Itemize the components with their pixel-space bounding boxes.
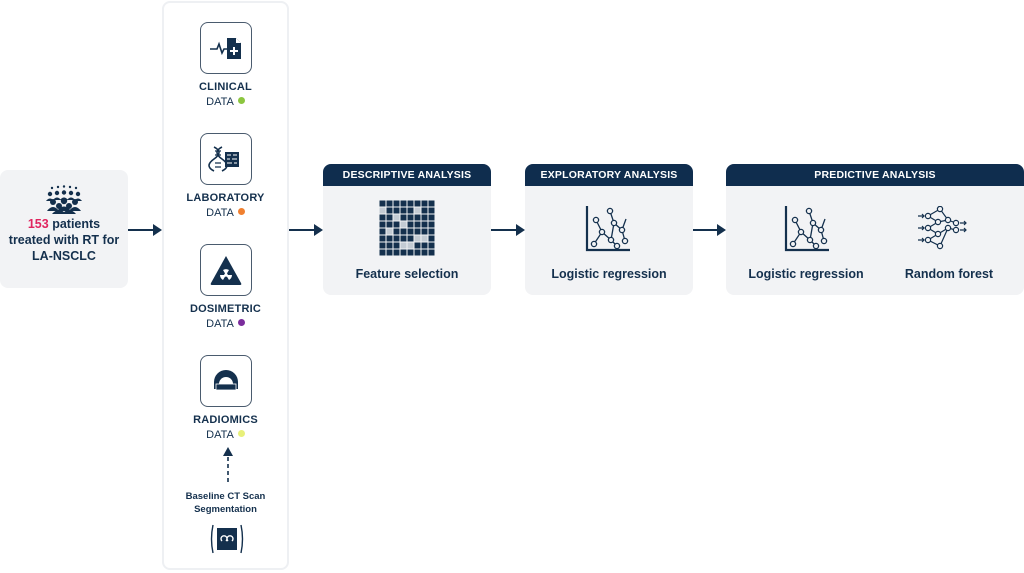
random-forest-label: Random forest xyxy=(904,267,994,281)
arrow-exploratory-to-predictive xyxy=(693,224,726,236)
patients-label: patients xyxy=(48,217,101,231)
radiomics-sub: DATA xyxy=(164,429,287,441)
radiomics-status-dot xyxy=(237,430,245,437)
dosimetric-sub: DATA xyxy=(164,318,287,330)
radiation-icon xyxy=(210,256,242,285)
laboratory-icon-frame xyxy=(200,133,252,185)
data-sources-panel: CLINICAL DATA LABORATORY DATA DOSIMETRIC… xyxy=(162,1,289,570)
dna-lab-icon xyxy=(208,146,239,172)
arrow-data-to-descriptive xyxy=(289,224,323,236)
crowd-icon xyxy=(46,185,82,214)
descriptive-header: DESCRIPTIVE ANALYSIS xyxy=(323,164,491,186)
arrow-descriptive-to-exploratory xyxy=(491,224,525,236)
network-tree-icon xyxy=(918,206,967,250)
radiomics-icon-frame xyxy=(200,355,252,407)
predictive-analysis-box: PREDICTIVE ANALYSIS Logistic regression … xyxy=(726,164,1024,295)
feature-selection-label: Feature selection xyxy=(355,267,459,281)
patients-description: 153 patients treated with RT for LA-NSCL… xyxy=(0,216,128,264)
scatter-line-icon xyxy=(784,206,829,252)
clinical-icon-frame xyxy=(200,22,252,74)
ct-scanner-icon xyxy=(214,370,238,391)
ct-segmentation-icon xyxy=(210,524,244,554)
radiomics-title: RADIOMICS xyxy=(193,414,258,426)
exploratory-analysis-box: EXPLORATORY ANALYSIS Logistic regression xyxy=(525,164,693,295)
exploratory-header: EXPLORATORY ANALYSIS xyxy=(525,164,693,186)
dosimetric-icon-frame xyxy=(200,244,252,296)
laboratory-sub: DATA xyxy=(164,207,287,219)
arrow-patients-to-data xyxy=(128,224,162,236)
logistic-regression-label: Logistic regression xyxy=(551,267,667,281)
laboratory-title: LABORATORY xyxy=(186,192,265,204)
treatment-label: treated with RT for xyxy=(8,233,120,247)
feature-grid-icon xyxy=(379,200,435,256)
dashed-arrow-up xyxy=(223,447,233,485)
predictive-header: PREDICTIVE ANALYSIS xyxy=(726,164,1024,186)
clinical-sub: DATA xyxy=(164,96,287,108)
logistic-regression-label: Logistic regression xyxy=(748,267,864,281)
patients-box: 153 patients treated with RT for LA-NSCL… xyxy=(0,170,128,288)
laboratory-status-dot xyxy=(237,208,245,215)
scatter-line-icon xyxy=(585,206,630,252)
dosimetric-title: DOSIMETRIC xyxy=(189,303,262,315)
clinical-title: CLINICAL xyxy=(199,81,252,93)
clinical-record-icon xyxy=(210,38,241,59)
condition-label: LA-NSCLC xyxy=(32,249,96,263)
descriptive-analysis-box: DESCRIPTIVE ANALYSIS Feature selection xyxy=(323,164,491,295)
clinical-status-dot xyxy=(237,97,245,104)
dosimetric-status-dot xyxy=(237,319,245,326)
patient-count: 153 xyxy=(27,217,49,231)
